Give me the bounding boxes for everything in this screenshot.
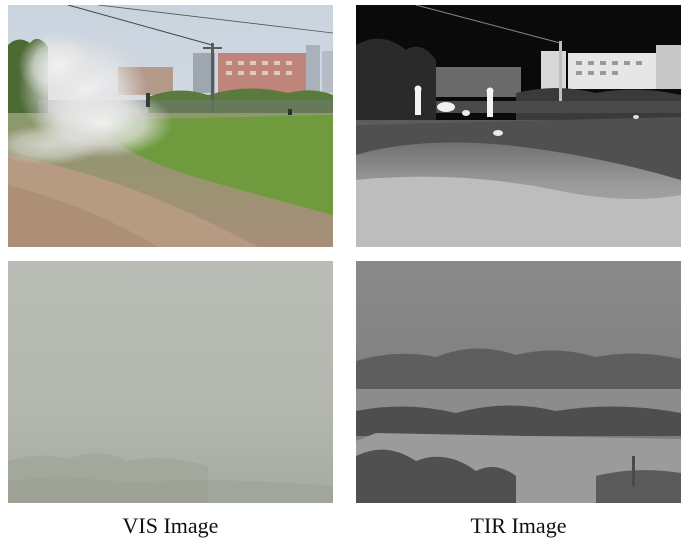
vis-image-foggy-scene — [8, 261, 333, 503]
caption-tir-image: TIR Image — [470, 513, 567, 538]
tir-image-foggy-scene — [356, 261, 681, 503]
vis-image-clear-scene — [8, 5, 333, 247]
caption-vis-image: VIS Image — [122, 513, 219, 538]
tir-image-clear-scene — [356, 5, 681, 247]
